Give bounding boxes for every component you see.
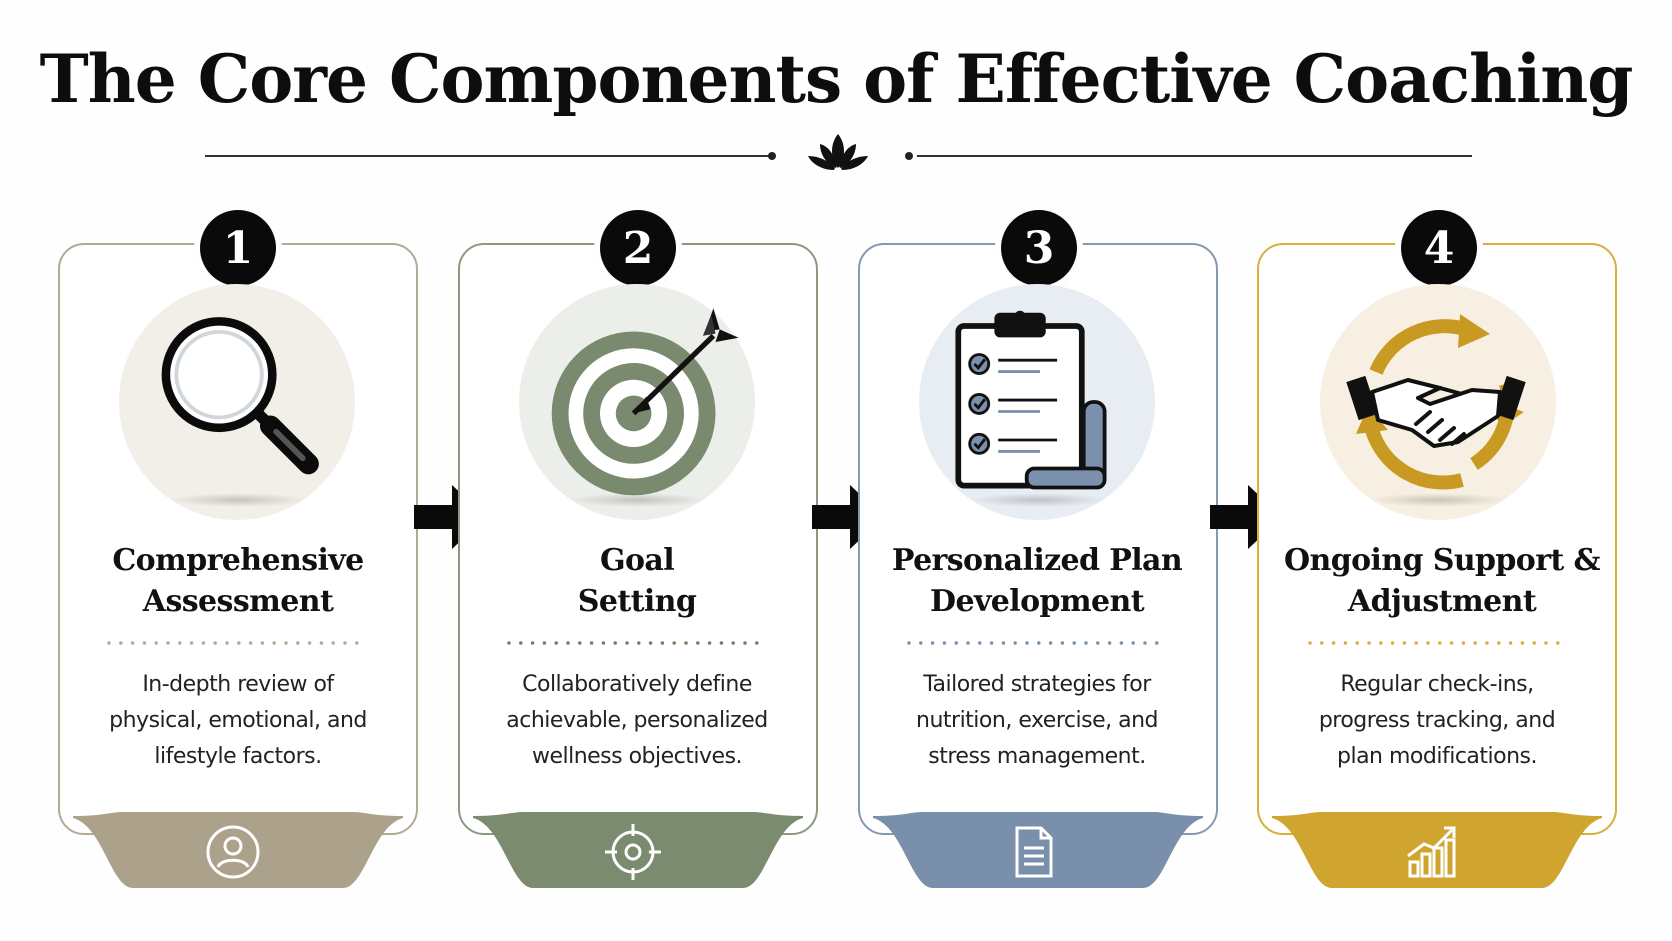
step-number-badge: 4 [1401, 210, 1477, 286]
step-title-line: Personalized Plan [891, 543, 1183, 578]
user-icon [206, 825, 260, 879]
step-title-line: Ongoing Support & [1284, 543, 1601, 578]
crosshair-icon [605, 824, 661, 880]
icon-shadow [1368, 493, 1508, 507]
step-title-line: Goal [599, 543, 675, 578]
step-description: Collaboratively define achievable, perso… [477, 667, 797, 775]
step-description-line: Tailored strategies for [923, 672, 1151, 697]
dotted-separator [107, 641, 369, 645]
icon-shadow [568, 493, 708, 507]
dotted-separator [1308, 641, 1570, 645]
step-title: Comprehensive Assessment [68, 540, 408, 622]
step-description-line: lifestyle factors. [154, 744, 322, 769]
footer-tab [73, 812, 403, 888]
footer-tab [873, 812, 1203, 888]
page-title: The Core Components of Effective Coachin… [39, 40, 1634, 118]
step-description-line: Regular check-ins, [1340, 672, 1534, 697]
footer-tab [473, 812, 803, 888]
step-description: Tailored strategies for nutrition, exerc… [877, 667, 1197, 775]
step-description-line: nutrition, exercise, and [916, 708, 1158, 733]
step-title-line: Assessment [142, 584, 334, 619]
divider-dot-right [905, 152, 913, 160]
step-title: Personalized Plan Development [867, 540, 1207, 622]
divider-line-right [917, 155, 1472, 157]
growth-chart-icon [1407, 826, 1456, 878]
step-number-badge: 3 [1001, 210, 1077, 286]
lotus-icon [808, 134, 868, 170]
document-icon [1015, 826, 1053, 878]
step-description-line: achievable, personalized [506, 708, 768, 733]
step-description-line: wellness objectives. [531, 744, 743, 769]
step-description-line: physical, emotional, and [109, 708, 367, 733]
magnifying-glass-icon [161, 317, 319, 475]
step-title-line: Setting [577, 584, 697, 619]
handshake-cycle-icon [1346, 314, 1526, 490]
step-title-line: Adjustment [1347, 584, 1537, 619]
step-description-line: In-depth review of [142, 672, 334, 697]
step-description-line: progress tracking, and [1318, 708, 1556, 733]
target-arrow-icon [551, 308, 739, 496]
step-title: Goal Setting [467, 540, 807, 622]
step-description-line: Collaboratively define [522, 672, 752, 697]
footer-tab [1272, 812, 1602, 888]
divider-dot-left [768, 152, 776, 160]
step-number-badge: 2 [600, 210, 676, 286]
divider-line-left [205, 155, 770, 157]
step-description: In-depth review of physical, emotional, … [78, 667, 398, 775]
dotted-separator [507, 641, 769, 645]
dotted-separator [907, 641, 1169, 645]
step-title-line: Development [930, 584, 1145, 619]
step-description: Regular check-ins, progress tracking, an… [1277, 667, 1597, 775]
step-number-badge: 1 [200, 210, 276, 286]
step-title: Ongoing Support & Adjustment [1272, 540, 1612, 622]
clipboard-checklist-icon [955, 310, 1107, 490]
step-description-line: stress management. [928, 744, 1146, 769]
icon-shadow [168, 493, 308, 507]
step-title-line: Comprehensive [112, 543, 364, 578]
step-description-line: plan modifications. [1337, 744, 1538, 769]
icon-shadow [968, 493, 1108, 507]
